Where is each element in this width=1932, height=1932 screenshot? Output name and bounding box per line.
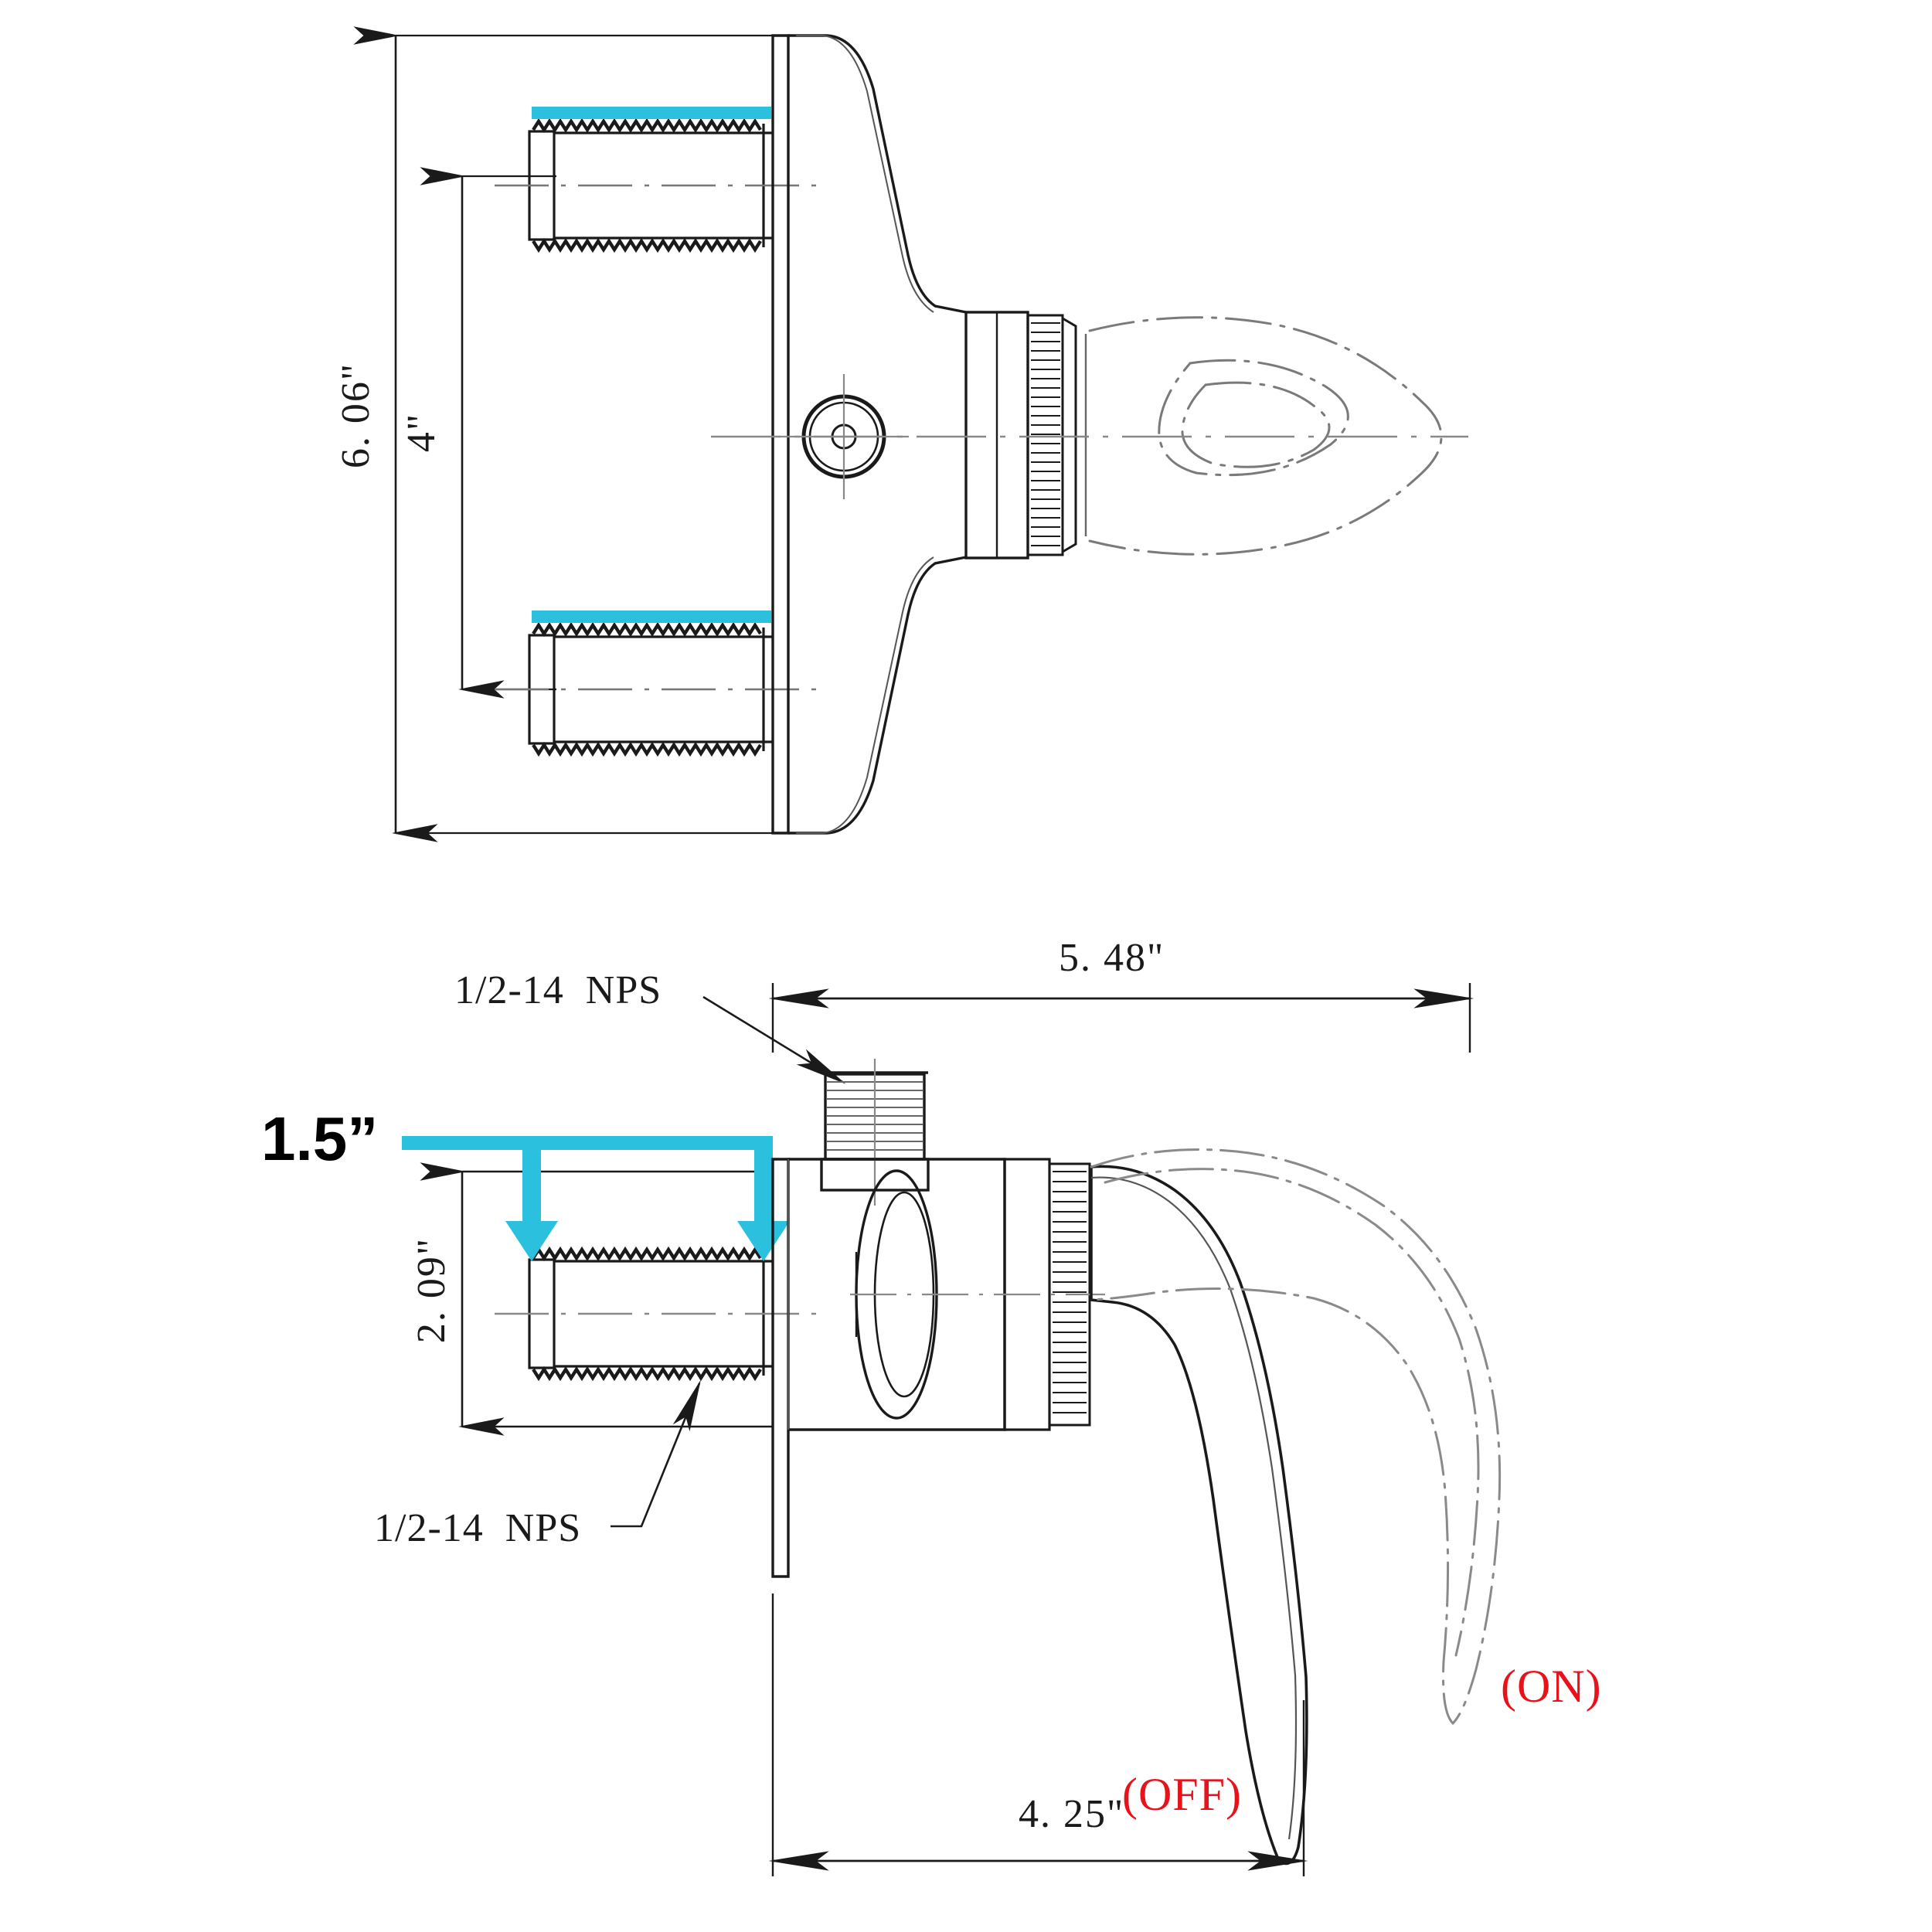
handle-off-position (1090, 1165, 1308, 1866)
bottom-view-group (402, 983, 1502, 1876)
handle-state-off-label: (OFF) (1122, 1769, 1243, 1820)
handle-state-on-label: (ON) (1501, 1661, 1602, 1712)
handle-hub (964, 311, 1087, 560)
valve-body (771, 1158, 1105, 1578)
handle-phantom-outline (1088, 316, 1443, 556)
dim-inlet-spacing-label: 4" (400, 412, 444, 453)
top-view-group (353, 26, 1468, 842)
lower-inlet-nipple (495, 621, 819, 757)
knurled-ring (1031, 322, 1060, 546)
outlet-nipple (820, 1059, 930, 1206)
thread-crest-upper (532, 117, 762, 134)
upper-inlet-nipple (495, 117, 819, 253)
handle-on-phantom (1090, 1148, 1502, 1726)
callout-outlet-thread-label: 1/2-14 NPS (454, 968, 662, 1012)
dim-inlet-length-callout-label: 1.5” (261, 1104, 379, 1173)
leader-inlet-thread (611, 1379, 701, 1528)
leader-outlet-thread (702, 995, 846, 1084)
dim-overall-height-label: 6. 06" (334, 362, 379, 469)
lower-inlet-highlight (532, 611, 771, 623)
bottom-inlet-nipple (495, 1246, 819, 1382)
upper-inlet-highlight (532, 107, 771, 119)
escutcheon-plate (771, 34, 967, 835)
inlet-length-highlight (402, 1136, 790, 1261)
knurled-ring-bottom (1053, 1171, 1087, 1413)
dim-handle-projection-label: 4. 25" (1019, 1792, 1125, 1836)
dim-inlet-height-label: 2. 09" (410, 1236, 454, 1344)
dim-overall-depth-label: 5. 48" (1059, 936, 1165, 980)
callout-inlet-thread-label: 1/2-14 NPS (374, 1506, 582, 1550)
